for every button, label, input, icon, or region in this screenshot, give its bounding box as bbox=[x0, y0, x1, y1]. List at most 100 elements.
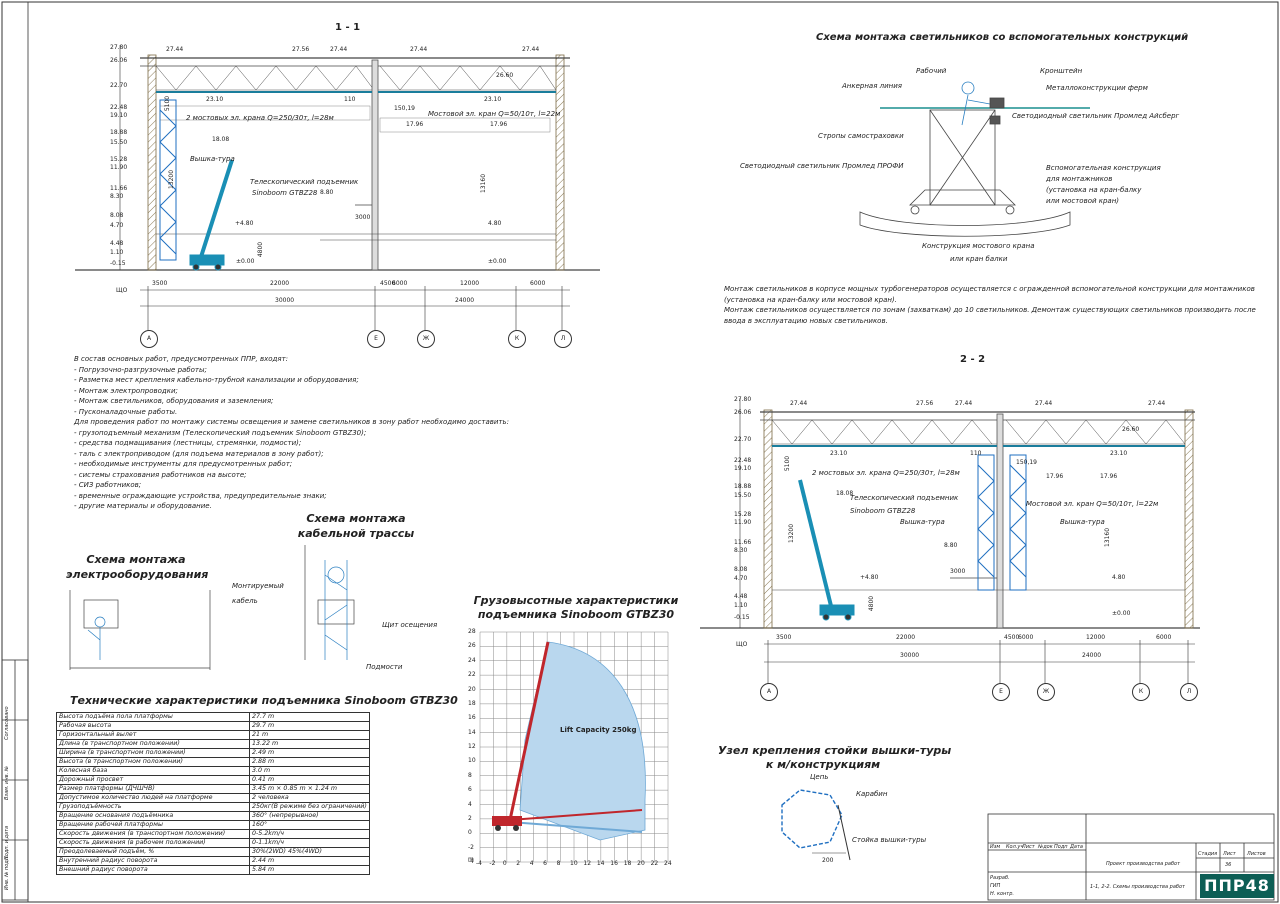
spec-row: Преодолеваемый подъём, %30%(2WD) 45%(4WD… bbox=[56, 847, 370, 857]
axis-bubble: Е bbox=[367, 330, 385, 348]
level-mark: 19.10 bbox=[734, 465, 752, 472]
spec-value: 360° (непрерывное) bbox=[249, 811, 370, 821]
level-mark: 15.28 bbox=[110, 156, 128, 163]
cable-panel-label: Щит осещения bbox=[382, 621, 438, 629]
level-mark: 11.90 bbox=[110, 164, 128, 171]
spec-value: 3.45 m × 0.85 m × 1.24 m bbox=[249, 784, 370, 794]
level-label: 150,19 bbox=[1016, 459, 1037, 466]
section-2-2-title: 2 - 2 bbox=[960, 354, 986, 365]
mount-note-line: Монтаж светильников в корпусе мощных тур… bbox=[724, 285, 1255, 293]
spec-param: Рабочая высота bbox=[56, 721, 250, 731]
tower-node-dim: 200 bbox=[822, 857, 834, 864]
spec-param: Колесная база bbox=[56, 766, 250, 776]
x-tick-label: 10 bbox=[570, 860, 578, 867]
level-label: ±0.00 bbox=[488, 258, 507, 265]
section-1-1-title: 1 - 1 bbox=[335, 22, 361, 33]
works-list-line: - необходимые инструменты для предусмотр… bbox=[74, 460, 293, 468]
works-list-line: - средства подмащивания (лестницы, стрем… bbox=[74, 439, 302, 447]
electro-title: электрооборудования bbox=[66, 568, 209, 581]
dimension-label: 6000 bbox=[530, 280, 546, 287]
x-tick-label: 6 bbox=[543, 860, 547, 867]
beam-level: 27.56 bbox=[916, 400, 934, 407]
section-1-1-tower bbox=[159, 99, 177, 261]
x-tick-label: 20 bbox=[637, 860, 645, 867]
dimension-label: 6000 bbox=[392, 280, 408, 287]
tower-node-drawing bbox=[781, 789, 851, 861]
dimension-label: 6000 bbox=[1018, 634, 1034, 641]
lamp-worker-label: Рабочий bbox=[916, 67, 947, 75]
y-tick-label: -4 bbox=[468, 858, 474, 865]
beam-level: 27.56 bbox=[292, 46, 310, 53]
axis-bubble: Ж bbox=[1037, 683, 1055, 701]
level-label: 23.10 bbox=[1110, 450, 1128, 457]
spec-param: Вращение основания подъёмника bbox=[56, 811, 250, 821]
tower-label: Вышка-тура bbox=[190, 155, 235, 163]
spec-param: Грузоподъёмность bbox=[56, 802, 250, 812]
spec-param: Допустимое количество людей на платформе bbox=[56, 793, 250, 803]
beam-level: 27.44 bbox=[955, 400, 973, 407]
section-2-2-towers bbox=[977, 454, 1027, 591]
stamp-col-label: Кол.уч bbox=[1006, 844, 1024, 850]
x-tick-label: 8 bbox=[556, 860, 561, 867]
tower-label: Вышка-тура bbox=[900, 518, 945, 526]
spec-row: Размер платформы (ДЧШЧВ)3.45 m × 0.85 m … bbox=[56, 784, 370, 794]
level-mark: 15.28 bbox=[734, 511, 752, 518]
spec-value: 27.7 m bbox=[249, 712, 370, 722]
section-1-1-dimensions bbox=[119, 45, 570, 330]
electro-scheme-drawing bbox=[69, 590, 211, 670]
cable-mounted-label: кабель bbox=[232, 597, 258, 605]
spec-title: Технические характеристики подъемника Si… bbox=[70, 694, 458, 707]
x-tick-label: 18 bbox=[623, 860, 632, 867]
cable-mounted-label: Монтируемый bbox=[232, 582, 284, 590]
level-mark: 4.70 bbox=[734, 575, 748, 582]
level-mark: 22.48 bbox=[110, 104, 128, 111]
level-mark: 22.70 bbox=[734, 436, 752, 443]
x-tick-label: 2 bbox=[516, 860, 521, 867]
spec-value: 21 m bbox=[249, 730, 370, 740]
stamp-col-label: №док bbox=[1038, 844, 1053, 850]
spec-row: Длина (в транспортном положении)13.22 m bbox=[56, 739, 370, 749]
level-mark: 22.48 bbox=[734, 457, 752, 464]
lift-chart-title: подъемника Sinoboom GTBZ30 bbox=[477, 608, 675, 621]
beam-level: 27.44 bbox=[410, 46, 428, 53]
dimension-label: 12000 bbox=[1086, 634, 1106, 641]
lamp-aisberg-label: Светодиодный светильник Промлед Айсберг bbox=[1012, 112, 1180, 120]
level-label: 18.08 bbox=[836, 490, 854, 497]
level-mark: 1.10 bbox=[734, 602, 748, 609]
dimension-label: 22000 bbox=[896, 634, 916, 641]
spec-param: Горизонтальный вылет bbox=[56, 730, 250, 740]
dimension-label: 30000 bbox=[900, 652, 920, 659]
lamp-profi-label: Светодиодный светильник Промлед ПРОФИ bbox=[740, 162, 904, 170]
spec-value: 5.84 m bbox=[249, 865, 370, 875]
spec-param: Вращение рабочей платформы bbox=[56, 820, 250, 830]
works-list-line: - Монтаж электропроводки; bbox=[74, 386, 178, 395]
spec-value: 29.7 m bbox=[249, 721, 370, 731]
y-tick-label: 12 bbox=[468, 743, 476, 750]
level-label: +4.80 bbox=[235, 220, 254, 227]
level-label: 150,19 bbox=[394, 105, 415, 112]
works-list-line: - временные ограждающие устройства, пред… bbox=[74, 491, 327, 500]
y-tick-label: 18 bbox=[468, 699, 476, 707]
section-1-1-lift bbox=[189, 159, 234, 271]
stamp-sheet-no: 36 bbox=[1225, 862, 1232, 868]
crane-250-label: 2 мостовых эл. крана Q=250/30т, l=28м bbox=[812, 469, 960, 477]
works-list-line: Для проведения работ по монтажу системы … bbox=[74, 418, 509, 426]
level-mark: 8.30 bbox=[734, 547, 748, 554]
y-tick-label: -2 bbox=[468, 843, 474, 851]
spec-row: Скорость движения (в рабочем положении)0… bbox=[56, 838, 370, 848]
level-label: 23.10 bbox=[484, 96, 502, 103]
crane-50-label: Мостовой эл. кран Q=50/10т, l=22м bbox=[428, 110, 561, 118]
lamp-aux-label: (установка на кран-балку bbox=[1046, 186, 1142, 194]
dimension-label: 12000 bbox=[460, 280, 480, 287]
sinoboom-label: Sinoboom GTBZ28 bbox=[252, 189, 318, 197]
lamp-aux-label: для монтажников bbox=[1046, 175, 1113, 183]
level-label: 13160 bbox=[1104, 527, 1112, 548]
stamp-drawing: 1-1, 2-2. Схемы производства работ bbox=[1090, 884, 1185, 890]
axis-bubble: А bbox=[140, 330, 158, 348]
axis-bubble: К bbox=[1132, 683, 1150, 701]
chain-label: Цепь bbox=[810, 773, 829, 781]
level-label: 4.80 bbox=[1112, 574, 1126, 581]
level-label: 17.96 bbox=[1100, 473, 1118, 480]
